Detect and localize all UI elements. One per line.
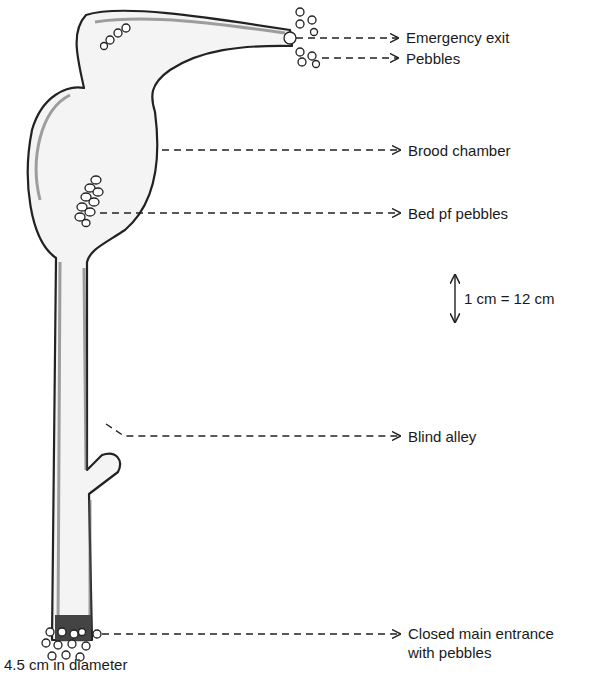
burrow-outline xyxy=(28,11,292,640)
dimension-label: 4.5 cm in diameter xyxy=(4,655,127,674)
part-label: Bed pf pebbles xyxy=(408,204,508,223)
scale-arrow xyxy=(454,275,455,322)
entrance-plug xyxy=(55,615,91,640)
part-label: Brood chamber xyxy=(408,141,511,160)
part-label: Pebbles xyxy=(406,49,460,68)
pebbles xyxy=(42,8,320,661)
burrow-shading xyxy=(36,19,285,640)
leader-lines xyxy=(100,38,400,634)
part-label: Emergency exit xyxy=(406,28,509,47)
part-label: Closed main entrance with pebbles xyxy=(408,624,578,662)
scale-label: 1 cm = 12 cm xyxy=(464,289,554,308)
part-label: Blind alley xyxy=(408,427,476,446)
